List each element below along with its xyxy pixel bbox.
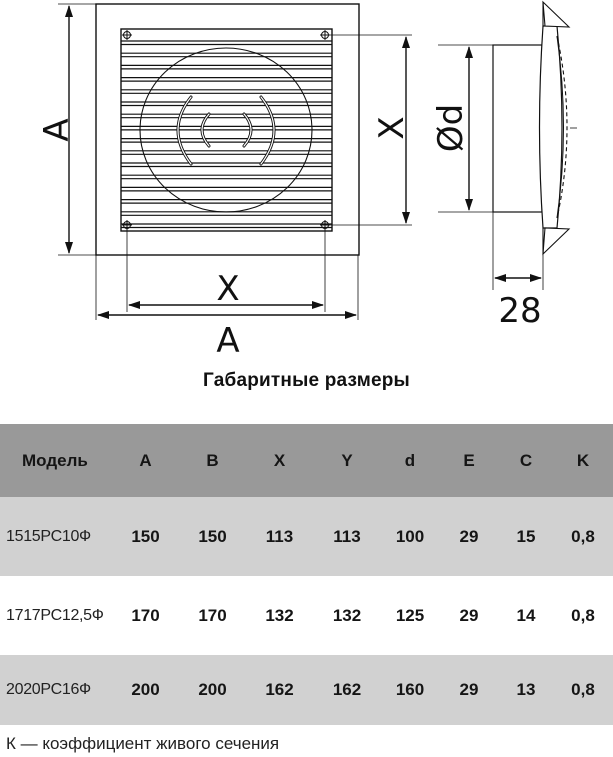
- cell-k: 0,8: [571, 526, 595, 546]
- dimension-label-x-vertical: X: [372, 116, 412, 139]
- grille-slats: [121, 40, 332, 229]
- cell-x: 132: [265, 605, 294, 625]
- cell-y: 162: [332, 680, 362, 699]
- dimension-label-x-horizontal: X: [216, 269, 239, 309]
- cell-k: 0,8: [571, 605, 595, 625]
- cell-e: 29: [459, 526, 479, 546]
- cell-d: 125: [395, 605, 425, 625]
- cell-b: 150: [198, 526, 227, 546]
- cell-e: 29: [459, 605, 479, 625]
- column-header-c: C: [519, 450, 533, 470]
- dimension-label-a-horizontal: A: [216, 321, 239, 360]
- column-header-b: B: [206, 450, 219, 470]
- cell-a: 200: [131, 680, 160, 699]
- cell-k: 0,8: [571, 680, 595, 699]
- dimension-label-a-vertical: A: [37, 118, 77, 141]
- outer-frame: [95, 3, 360, 256]
- fan-circle: [139, 47, 313, 213]
- cell-c: 14: [516, 605, 536, 625]
- cell-a: 170: [131, 605, 160, 625]
- duct-body: [492, 44, 543, 213]
- cell-d: 160: [395, 680, 425, 699]
- dimension-label-depth: 28: [498, 291, 541, 331]
- technical-drawing: A X A X Ød 28: [37, 0, 577, 360]
- cell-b: 200: [198, 680, 227, 699]
- front-view: [58, 3, 412, 320]
- footnote: К — коэффициент живого сечения: [6, 734, 280, 753]
- column-header-a: A: [139, 450, 152, 470]
- cell-c: 13: [516, 680, 536, 699]
- table-header-row: Модель A B X Y d E C K: [0, 424, 613, 497]
- cell-y: 132: [332, 605, 362, 625]
- grille-cap-profile: [538, 25, 563, 229]
- column-header-k: K: [576, 450, 590, 470]
- table-row: 1717РС12,5Ф 170 170 132 132 125 29 14 0,…: [0, 576, 613, 655]
- cell-c: 15: [516, 526, 536, 546]
- column-header-model: Модель: [22, 450, 88, 470]
- cell-b: 170: [198, 605, 227, 625]
- table-row: 1515РС10Ф 150 150 113 113 100 29 15 0,8: [0, 497, 613, 576]
- column-header-x: X: [273, 450, 286, 470]
- side-view: [438, 0, 577, 290]
- center-arcs-icon: [176, 95, 276, 166]
- screw-icons: [122, 30, 330, 230]
- cell-d: 100: [395, 526, 425, 546]
- column-header-d: d: [404, 450, 416, 470]
- cell-x: 162: [265, 680, 294, 699]
- column-header-y: Y: [341, 450, 353, 470]
- section-title: Габаритные размеры: [203, 370, 410, 391]
- table-row: 2020РС16Ф 200 200 162 162 160 29 13 0,8: [0, 655, 613, 725]
- column-header-e: E: [463, 450, 475, 470]
- dimension-label-diameter: Ød: [431, 104, 471, 152]
- cell-y: 113: [333, 526, 361, 546]
- dimensions-table: Модель A B X Y d E C K 1515РС10Ф 150 150…: [0, 424, 613, 725]
- cell-model: 1717РС12,5Ф: [6, 606, 104, 624]
- cell-model: 2020РС16Ф: [6, 681, 91, 698]
- cell-model: 1515РС10Ф: [6, 527, 91, 545]
- cell-x: 113: [265, 526, 294, 546]
- cell-a: 150: [131, 526, 160, 546]
- cell-e: 29: [459, 680, 479, 699]
